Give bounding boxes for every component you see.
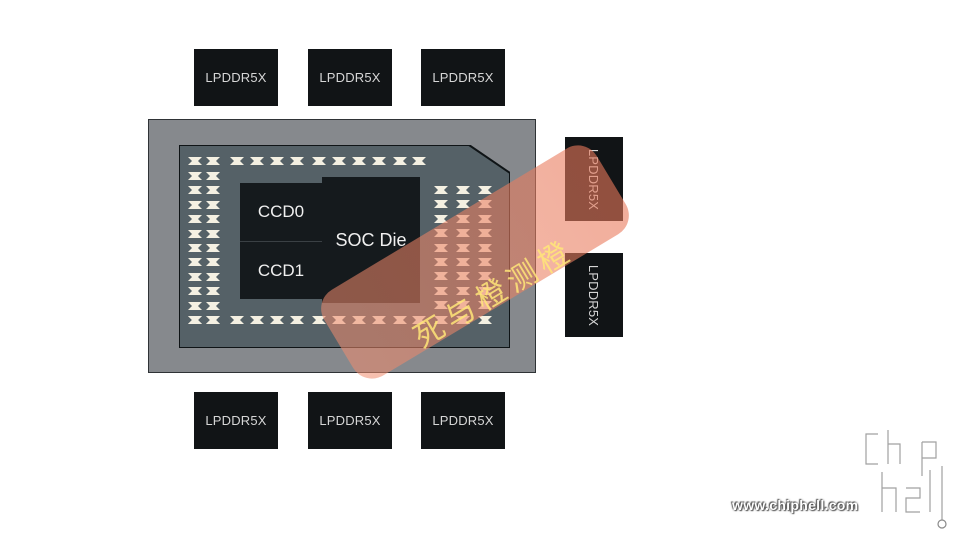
solder-pad	[206, 301, 220, 310]
solder-pad	[393, 157, 407, 165]
memory-chip-bottom-3: LPDDR5X	[421, 392, 505, 449]
memory-chip-top-3: LPDDR5X	[421, 49, 505, 106]
memory-chip-label: LPDDR5X	[205, 413, 267, 428]
ccd1-die: CCD1	[240, 241, 322, 299]
solder-pad	[250, 316, 264, 324]
memory-chip-label: LPDDR5X	[205, 70, 267, 85]
memory-chip-right-2: LPDDR5X	[565, 253, 623, 337]
memory-chip-label: LPDDR5X	[432, 70, 494, 85]
solder-pad	[206, 215, 220, 224]
solder-pad	[250, 157, 264, 165]
solder-pad	[312, 157, 326, 165]
solder-pad	[372, 157, 386, 165]
chiphell-logo-icon	[860, 426, 952, 535]
solder-pad	[206, 229, 220, 238]
solder-pad	[188, 157, 202, 165]
memory-chip-label: LPDDR5X	[319, 70, 381, 85]
solder-pad	[478, 316, 492, 324]
solder-pad	[188, 287, 202, 296]
solder-pad	[188, 258, 202, 267]
solder-pad	[188, 215, 202, 224]
solder-pad	[188, 272, 202, 281]
site-url: www.chiphell.com	[732, 497, 859, 513]
solder-pad	[188, 172, 202, 180]
solder-pad	[188, 301, 202, 310]
solder-pad	[352, 157, 366, 165]
solder-pad	[206, 172, 220, 180]
memory-chip-label: LPDDR5X	[432, 413, 494, 428]
solder-pad	[188, 200, 202, 209]
solder-pad	[206, 272, 220, 281]
solder-pad	[456, 200, 470, 209]
solder-pad	[188, 316, 202, 324]
memory-chip-top-1: LPDDR5X	[194, 49, 278, 106]
memory-chip-top-2: LPDDR5X	[308, 49, 392, 106]
memory-chip-label: LPDDR5X	[586, 264, 602, 326]
memory-chip-bottom-1: LPDDR5X	[194, 392, 278, 449]
memory-chip-label: LPDDR5X	[319, 413, 381, 428]
ccd0-die: CCD0	[240, 183, 322, 241]
solder-pad	[456, 186, 470, 194]
solder-pad	[290, 316, 304, 324]
solder-pad	[206, 244, 220, 252]
memory-chip-bottom-2: LPDDR5X	[308, 392, 392, 449]
solder-pad	[332, 157, 346, 165]
solder-pad	[206, 157, 220, 165]
solder-pad	[290, 157, 304, 165]
solder-pad	[270, 157, 284, 165]
ccd0-label: CCD0	[257, 202, 305, 221]
solder-pad	[434, 200, 448, 209]
solder-pad	[206, 200, 220, 209]
solder-pad	[206, 186, 220, 195]
solder-pad	[434, 186, 448, 194]
solder-pad	[206, 316, 220, 324]
solder-pad	[478, 186, 492, 194]
soc-label: SOC Die	[335, 229, 407, 250]
ccd1-label: CCD1	[257, 260, 305, 280]
solder-pad	[188, 244, 202, 252]
solder-pad	[270, 316, 284, 324]
solder-pad	[206, 258, 220, 267]
solder-pad	[230, 316, 244, 324]
solder-pad	[412, 157, 426, 165]
solder-pad	[206, 287, 220, 296]
solder-pad	[188, 186, 202, 195]
solder-pad	[188, 229, 202, 238]
solder-pad	[230, 157, 244, 165]
